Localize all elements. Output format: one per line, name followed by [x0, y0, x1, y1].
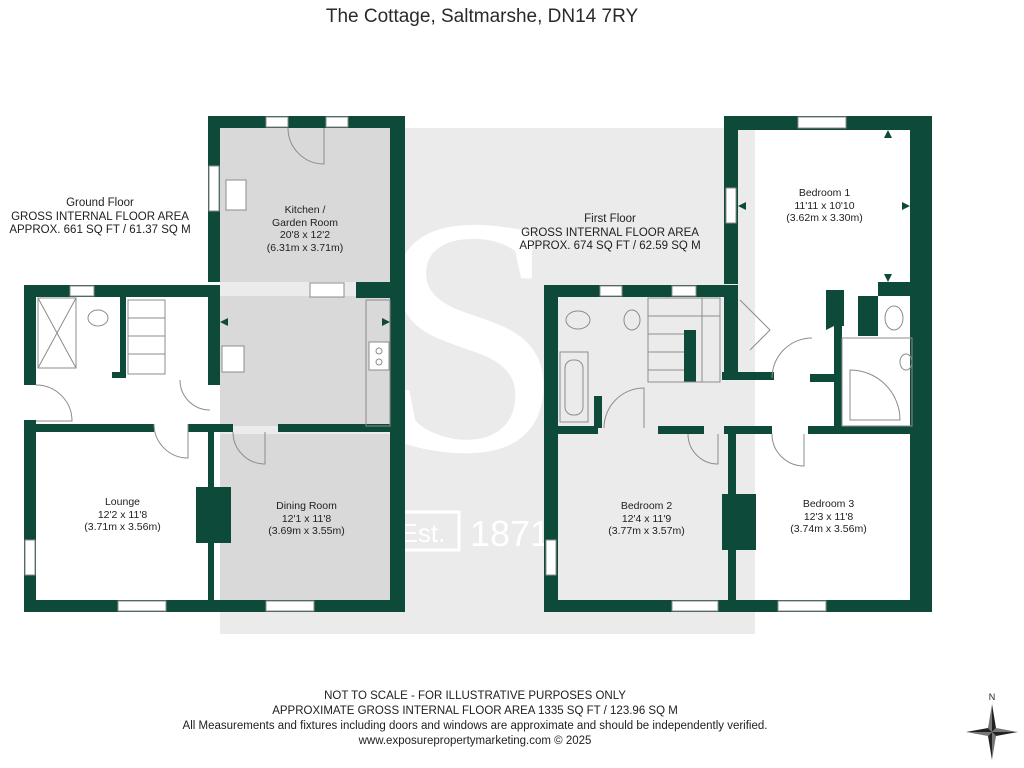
ground-floor-title: Ground Floor: [66, 197, 134, 209]
ground-floor-fixtures: [35, 127, 391, 465]
room-label-bedroom3: Bedroom 3 12'3 x 11'8 (3.74m x 3.56m): [790, 498, 867, 535]
room-label-kitchen: Kitchen / Garden Room 20'8 x 12'2 (6.31m…: [266, 204, 344, 254]
first-floor-area-title: GROSS INTERNAL FLOOR AREA: [521, 226, 699, 239]
watermark-year: 1871: [470, 513, 550, 554]
page-title: The Cottage, Saltmarshe, DN14 7RY: [325, 6, 639, 27]
footer-disclaimer: NOT TO SCALE - FOR ILLUSTRATIVE PURPOSES…: [324, 690, 626, 702]
first-floor-label: First Floor GROSS INTERNAL FLOOR AREA AP…: [505, 213, 715, 254]
first-floor-fixtures: [559, 297, 913, 467]
compass-north-label: N: [989, 692, 996, 702]
dining-room-floor: [220, 434, 390, 600]
room-label-bedroom2: Bedroom 2 12'4 x 11'9 (3.77m x 3.57m): [608, 500, 685, 537]
room-label-bedroom1: Bedroom 1 11'11 x 10'10 (3.62m x 3.30m): [786, 187, 863, 224]
ground-floor-arrows: [220, 318, 390, 326]
watermark-letter: S: [375, 147, 564, 524]
compass-rose-icon: N: [964, 690, 1020, 762]
ground-floor-label: Ground Floor GROSS INTERNAL FLOOR AREA A…: [0, 197, 200, 238]
footer-total-area: APPROXIMATE GROSS INTERNAL FLOOR AREA 13…: [272, 705, 678, 717]
first-floor-area: APPROX. 674 SQ FT / 62.59 SQ M: [519, 240, 701, 252]
first-floor-arrows: [738, 130, 910, 330]
first-floor-plan: [544, 116, 932, 612]
ground-floor-windows: [24, 116, 349, 612]
room-label-dining: Dining Room 12'1 x 11'8 (3.69m x 3.55m): [268, 500, 345, 537]
kitchen-floor: [220, 128, 390, 282]
ground-floor-area-title: GROSS INTERNAL FLOOR AREA: [11, 210, 189, 223]
footer-website: www.exposurepropertymarketing.com © 2025: [358, 735, 592, 747]
watermark-est: Est.: [401, 518, 446, 548]
first-floor-title: First Floor: [584, 213, 636, 225]
room-label-lounge: Lounge 12'2 x 11'8 (3.71m x 3.56m): [84, 496, 161, 533]
footer: NOT TO SCALE - FOR ILLUSTRATIVE PURPOSES…: [0, 689, 950, 749]
ground-floor-plan: [24, 116, 405, 612]
first-floor-windows: [545, 116, 847, 612]
footer-note: All Measurements and fixtures including …: [182, 720, 768, 732]
ground-floor-area: APPROX. 661 SQ FT / 61.37 SQ M: [9, 224, 191, 236]
